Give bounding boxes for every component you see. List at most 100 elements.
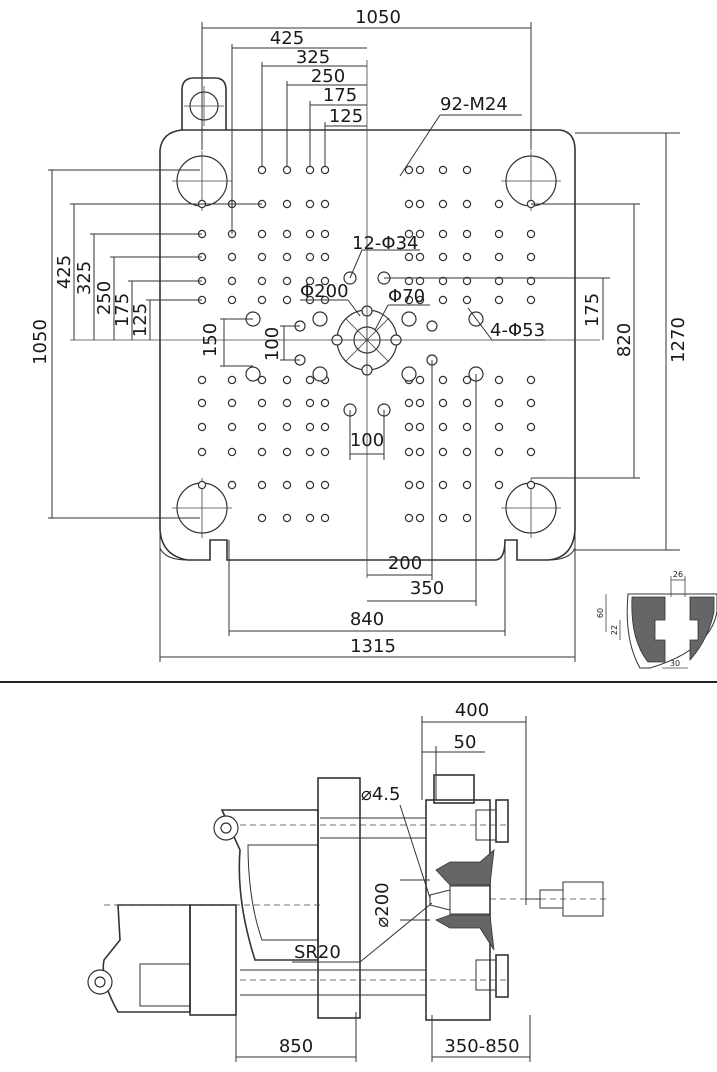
moving-platen — [425, 799, 491, 1021]
m24-hole — [526, 252, 536, 262]
m24-hole — [305, 375, 315, 385]
nozzle-hatch-bottom — [435, 914, 495, 951]
platen-top-block — [433, 774, 475, 804]
rear-toggle — [102, 904, 191, 1013]
platen-outline — [159, 129, 576, 561]
m24-hole — [282, 447, 292, 457]
m24-hole — [305, 422, 315, 432]
toggle-link-inner — [247, 844, 319, 941]
m24-hole — [494, 229, 504, 239]
nozzle-body — [449, 885, 491, 915]
m24-hole — [462, 252, 472, 262]
m24-hole — [320, 447, 330, 457]
m24-hole — [227, 422, 237, 432]
m24-hole — [415, 447, 425, 457]
m24-hole — [320, 229, 330, 239]
m24-hole — [305, 513, 315, 523]
top-dimensions: 1050 425 325 250 175 125 — [201, 7, 532, 234]
m24-hole — [404, 199, 414, 209]
detail-22: 22 — [610, 625, 619, 635]
m24-hole — [415, 513, 425, 523]
m24-hole — [404, 480, 414, 490]
dim-side-350-850: 350-850 — [444, 1036, 519, 1057]
m24-hole — [227, 276, 237, 286]
m24-hole — [404, 229, 414, 239]
m24-hole — [282, 375, 292, 385]
m24-hole — [438, 165, 448, 175]
m24-hole — [282, 295, 292, 305]
nozzle-tip — [429, 889, 451, 911]
m24-hole — [494, 276, 504, 286]
dim-top-325: 325 — [296, 47, 330, 68]
m24-hole — [438, 229, 448, 239]
m24-hole — [227, 447, 237, 457]
m24-hole — [404, 422, 414, 432]
m24-hole — [462, 295, 472, 305]
m24-hole — [257, 295, 267, 305]
m24-hole — [415, 199, 425, 209]
m24-hole — [462, 165, 472, 175]
dim-bottom-840: 840 — [350, 609, 384, 630]
center-ring — [331, 305, 402, 376]
m24-hole — [227, 375, 237, 385]
detail-30: 30 — [670, 659, 680, 668]
m24-hole — [197, 447, 207, 457]
m24-hole — [526, 480, 536, 490]
m24-hole — [526, 295, 536, 305]
m24-hole — [320, 398, 330, 408]
platen-lug — [181, 77, 227, 130]
m24-hole — [494, 295, 504, 305]
m24-hole — [438, 375, 448, 385]
m24-hole — [282, 513, 292, 523]
side-view: 400 50 ⌀4.5 ⌀200 — [87, 700, 610, 1062]
callout-m24: 92-M24 — [440, 94, 508, 115]
nozzle-hatch-top — [435, 849, 495, 886]
dim-top-425: 425 — [270, 28, 304, 49]
m24-hole — [462, 229, 472, 239]
dim-left-125: 125 — [130, 303, 151, 337]
platen-side-block-bottom — [475, 959, 497, 991]
dim-top-1050: 1050 — [355, 7, 401, 28]
m24-hole — [305, 199, 315, 209]
m24-hole — [197, 375, 207, 385]
leader-m24 — [399, 114, 441, 177]
left-dimensions: 1050 425 325 250 175 125 150 100 — [30, 169, 300, 519]
callout-phi70: Φ70 — [388, 286, 425, 307]
slot-hatch-left — [631, 596, 666, 663]
m24-hole — [438, 422, 448, 432]
m24-hole — [462, 513, 472, 523]
toggle-link-upper — [220, 809, 319, 961]
m24-hole — [257, 252, 267, 262]
m24-hole — [415, 252, 425, 262]
m24-hole — [438, 398, 448, 408]
m24-hole — [462, 375, 472, 385]
platen-flange-top — [495, 799, 509, 843]
slot-detail-outline — [626, 593, 717, 669]
m24-hole — [438, 199, 448, 209]
m24-hole — [462, 480, 472, 490]
m24-hole — [197, 422, 207, 432]
dim-right-820: 820 — [614, 323, 635, 357]
m24-hole — [462, 276, 472, 286]
m24-hole — [320, 480, 330, 490]
m24-hole — [305, 398, 315, 408]
m24-hole — [320, 252, 330, 262]
callout-sr20: SR20 — [294, 942, 341, 963]
detail-60: 60 — [596, 608, 605, 618]
m24-hole — [320, 165, 330, 175]
dim-top-250: 250 — [311, 66, 345, 87]
m24-hole — [462, 199, 472, 209]
m24-hole — [494, 447, 504, 457]
m24-hole — [404, 252, 414, 262]
m24-hole — [438, 295, 448, 305]
callout-phi200: Φ200 — [300, 281, 349, 302]
m24-hole — [494, 375, 504, 385]
m24-hole — [404, 165, 414, 175]
m24-hole — [257, 513, 267, 523]
m24-hole — [415, 165, 425, 175]
dim-side-850: 850 — [279, 1036, 313, 1057]
m24-hole — [438, 513, 448, 523]
m24-hole — [320, 276, 330, 286]
m24-hole — [415, 276, 425, 286]
m24-hole — [494, 199, 504, 209]
